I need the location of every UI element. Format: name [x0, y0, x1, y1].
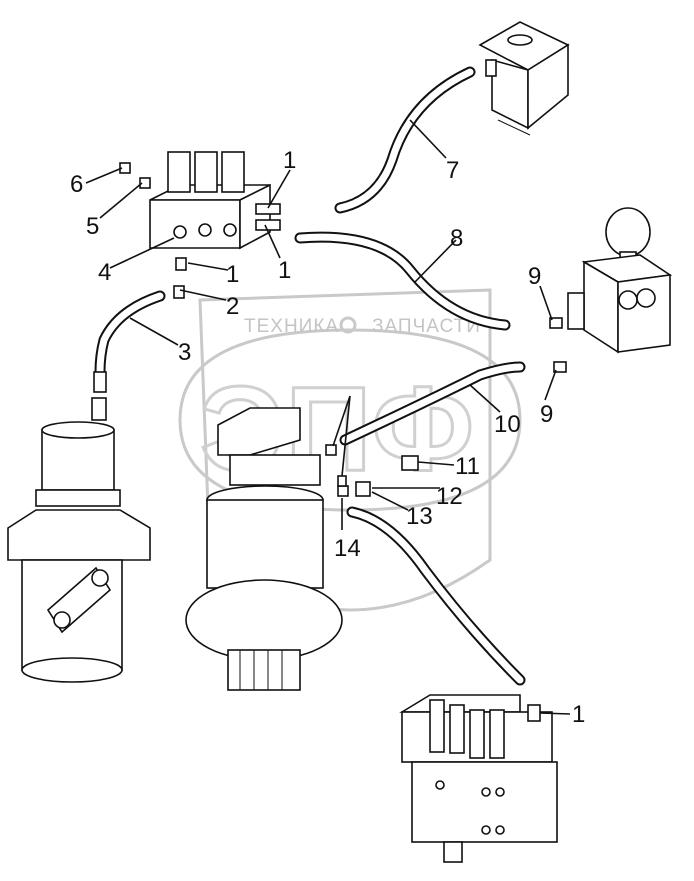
hose-8 — [294, 231, 511, 331]
watermark: ТЕХНИКА ЗАПЧАСТИ ЭПФ — [178, 288, 522, 612]
callout-7: 7 — [446, 157, 459, 184]
callout-5: 5 — [86, 213, 99, 240]
callout-2: 2 — [226, 293, 239, 320]
control-valve — [399, 694, 558, 863]
callout-labels: 1 1 1 1 2 3 4 5 6 7 8 9 9 10 11 12 13 14 — [70, 147, 585, 728]
hydraulic-tank — [478, 21, 570, 136]
watermark-right-word: ЗАПЧАСТИ — [372, 316, 481, 337]
gear-icon — [339, 316, 357, 334]
callout-1-top: 1 — [283, 147, 296, 174]
callout-4: 4 — [98, 259, 111, 286]
leader-lines — [85, 119, 571, 715]
callout-9-top: 9 — [528, 263, 541, 290]
callout-1-left: 1 — [226, 261, 239, 288]
fittings — [119, 162, 567, 497]
watermark-left-word: ТЕХНИКА — [244, 316, 339, 337]
callout-6: 6 — [70, 171, 83, 198]
callout-12: 12 — [436, 483, 463, 510]
hoses — [94, 66, 526, 686]
callout-13: 13 — [406, 503, 433, 530]
callout-14: 14 — [334, 535, 361, 562]
accumulator-block — [567, 207, 673, 354]
callout-3: 3 — [178, 339, 191, 366]
solenoid-valve-block — [149, 151, 281, 250]
hose-7 — [334, 66, 476, 214]
callout-1-mid: 1 — [278, 257, 291, 284]
swing-motor — [185, 407, 343, 691]
callout-8: 8 — [450, 225, 463, 252]
callout-11: 11 — [455, 453, 480, 480]
callout-1-bottom: 1 — [572, 701, 585, 728]
rotary-joint — [7, 371, 151, 683]
callout-10: 10 — [494, 411, 521, 438]
callout-9-bottom: 9 — [540, 401, 553, 428]
